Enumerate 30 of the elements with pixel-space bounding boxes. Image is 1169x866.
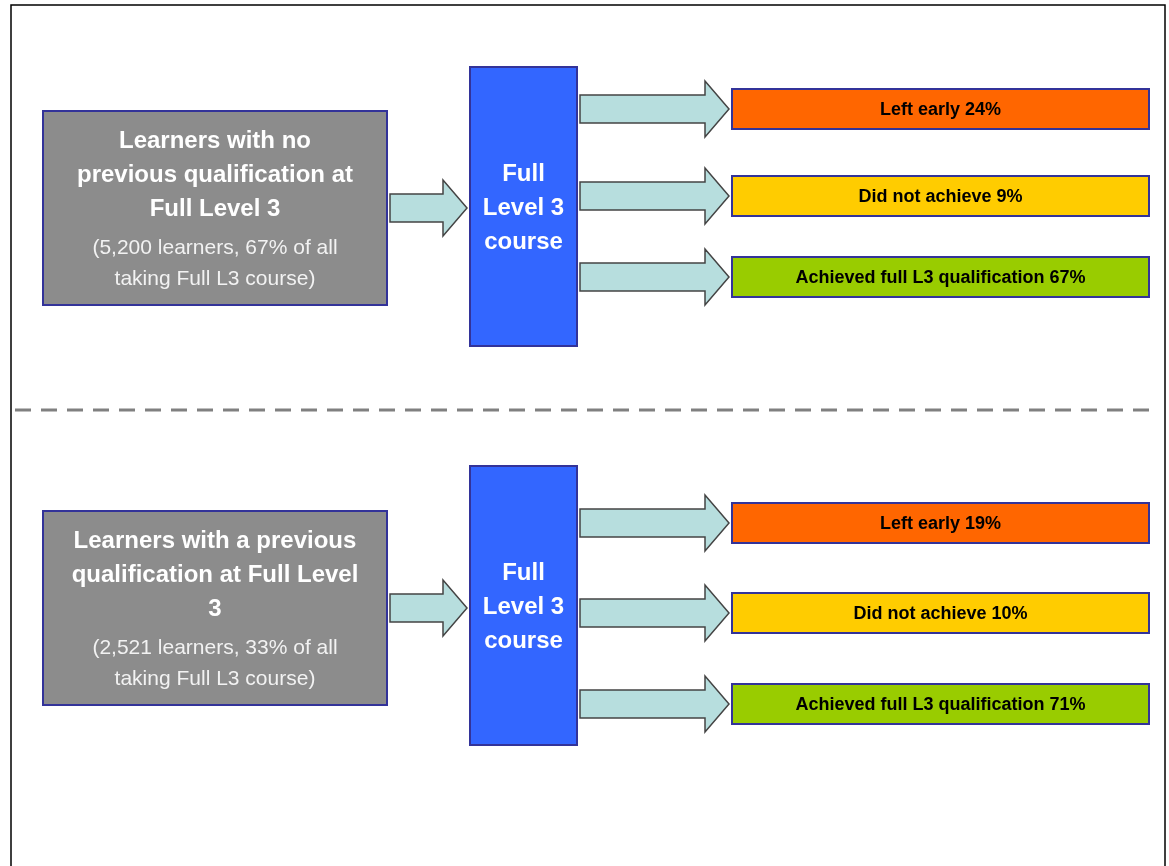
outcome-label: Left early 24% (879, 98, 1002, 120)
outcome-label: Did not achieve 9% (858, 185, 1023, 207)
learner-group-box (42, 110, 388, 306)
block-arrow (389, 577, 468, 639)
block-arrow (389, 177, 468, 239)
course-box (469, 66, 578, 347)
block-arrow (579, 492, 730, 554)
group-heading: Learners with no previous qualification at Full Level 3 (75, 125, 354, 223)
learner-group-box (42, 510, 388, 706)
outcome-label: Did not achieve 10% (853, 602, 1028, 624)
block-arrow (579, 673, 730, 735)
outcome-bar (731, 88, 1150, 130)
outcome-bar (731, 502, 1150, 544)
group-details: (5,200 learners, 67% of all taking Full L3 course) (91, 234, 339, 291)
outcome-bar (731, 683, 1150, 725)
outcome-label: Achieved full L3 qualification 67% (795, 266, 1086, 288)
course-title: Full Level 3 course (481, 556, 566, 655)
outcome-bar (731, 175, 1150, 217)
block-arrow (579, 165, 730, 227)
course-title: Full Level 3 course (481, 157, 566, 256)
outcome-bar (731, 592, 1150, 634)
block-arrow (579, 246, 730, 308)
block-arrow (579, 78, 730, 140)
outcome-label: Achieved full L3 qualification 71% (795, 693, 1086, 715)
course-box (469, 465, 578, 746)
block-arrow (579, 582, 730, 644)
outcome-label: Left early 19% (879, 512, 1002, 534)
group-heading: Learners with a previous qualification at Full Level 3 (70, 525, 360, 623)
group-details: (2,521 learners, 33% of all taking Full L3 course) (91, 634, 339, 691)
outcome-bar (731, 256, 1150, 298)
